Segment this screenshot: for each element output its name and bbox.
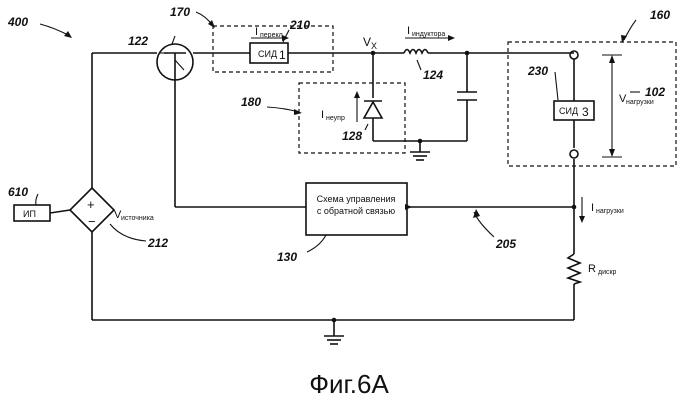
ref-205: 205: [495, 237, 516, 251]
figure-caption: Фиг.6А: [309, 369, 389, 399]
label-i-inductor: I индуктора: [407, 25, 445, 38]
label-r-sense: R дискр: [588, 263, 617, 276]
ref-130: 130: [277, 250, 297, 264]
ref-400: 400: [7, 15, 28, 29]
label-i-uncontrolled-main: I: [321, 109, 324, 121]
ground-icon: [324, 336, 344, 344]
diode-symbol: [364, 101, 382, 118]
junction-dots: [332, 51, 577, 323]
capacitor-symbol: [457, 92, 477, 100]
led-3-box: СИД 3: [554, 101, 594, 120]
label-i-switch-main: I: [255, 26, 258, 38]
inductor-symbol: [404, 50, 428, 54]
ref-210: 210: [289, 18, 310, 32]
power-supply-label: ИП: [23, 209, 36, 219]
label-i-switch-sub: перекл: [260, 32, 283, 39]
label-v-source-sub: источника: [121, 215, 154, 222]
voltage-source-symbol: + −: [70, 188, 114, 232]
label-i-load-main: I: [591, 202, 594, 214]
label-r-sense-sub: дискр: [598, 269, 617, 276]
minus-sign: −: [88, 214, 96, 229]
label-v-source: V источника: [114, 209, 154, 222]
ground-icon: [410, 152, 430, 160]
controller-line-2: с обратной связью: [317, 206, 395, 216]
label-i-load-sub: нагрузки: [596, 208, 624, 215]
controller-line-1: Схема управления: [317, 194, 396, 204]
controller-box: Схема управления с обратной связью: [306, 183, 407, 235]
ref-170: 170: [170, 5, 190, 19]
ref-160: 160: [650, 8, 670, 22]
plus-sign: +: [87, 197, 95, 212]
label-i-load: I нагрузки: [591, 202, 624, 215]
label-v-load-sub: нагрузки: [626, 99, 654, 106]
ref-122: 122: [128, 34, 148, 48]
label-vx-sub: X: [371, 41, 377, 51]
label-r-sense-main: R: [588, 263, 596, 275]
power-supply-box: ИП: [14, 205, 70, 221]
label-vx-main: V: [363, 35, 371, 49]
led1-label: СИД: [258, 49, 277, 59]
label-i-switch: I перекл: [255, 26, 283, 39]
label-i-uncontrolled: I неупр: [321, 109, 345, 122]
led3-number: 3: [582, 105, 589, 119]
ref-610: 610: [8, 185, 28, 199]
ref-180: 180: [241, 95, 261, 109]
ref-102: 102: [645, 85, 665, 99]
ref-128: 128: [342, 129, 362, 143]
label-vx: V X: [363, 35, 377, 51]
ref-212: 212: [147, 236, 168, 250]
ref-230: 230: [527, 64, 548, 78]
label-i-inductor-main: I: [407, 25, 410, 37]
resistor-symbol: [568, 254, 580, 284]
ref-124: 124: [423, 68, 443, 82]
led1-number: 1: [279, 48, 286, 62]
led-1-box: СИД 1: [250, 43, 288, 63]
label-i-inductor-sub: индуктора: [412, 31, 445, 38]
load-terminal-bottom: [570, 150, 578, 158]
led3-label: СИД: [559, 106, 578, 116]
label-i-uncontrolled-sub: неупр: [326, 115, 345, 122]
